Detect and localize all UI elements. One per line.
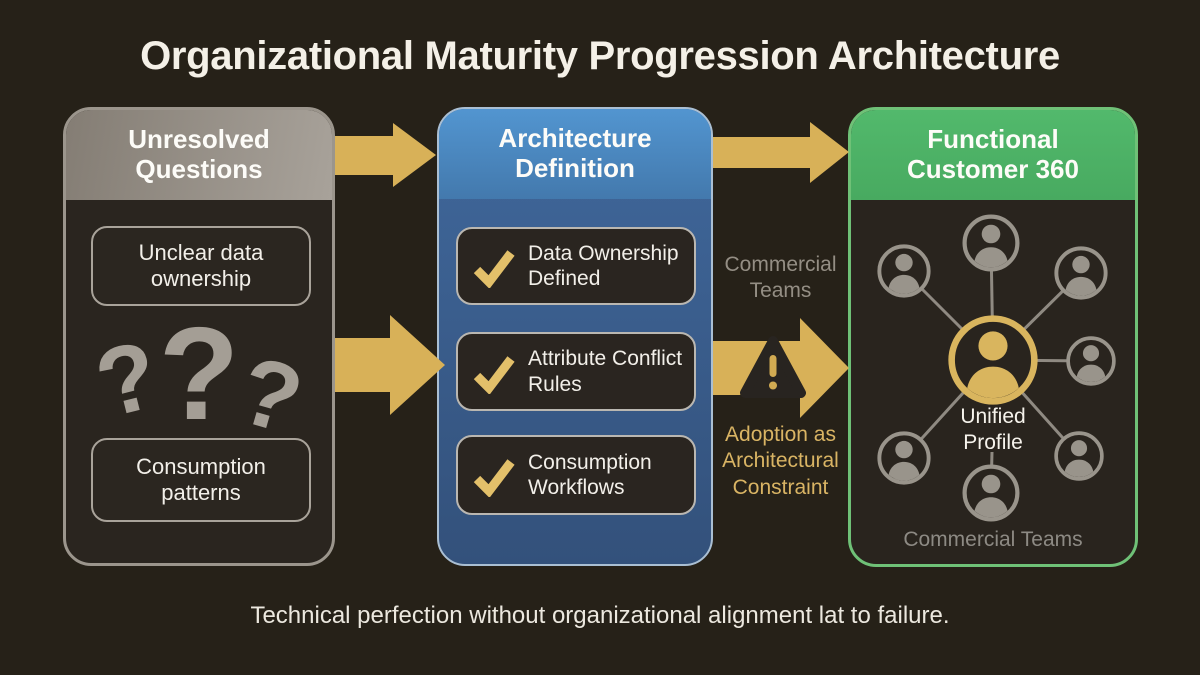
warning-icon	[740, 336, 806, 398]
checklist-item-consumption-workflows: Consumption Workflows	[456, 435, 696, 515]
checkmark-icon	[473, 459, 515, 497]
column-functional-customer-360: Functional Customer 360	[848, 107, 1138, 567]
checklist-item-label: Data Ownership Defined	[528, 241, 679, 290]
arrow-architecture-to-functional-top-icon	[713, 122, 849, 183]
checkmark-icon	[473, 355, 515, 394]
functional-customer-360-header-label: Functional Customer 360	[907, 124, 1079, 184]
consumption-patterns-box: Consumption patterns	[91, 438, 311, 522]
question-mark-icon: ?	[85, 320, 169, 439]
checklist-item-label: Consumption Workflows	[528, 450, 652, 499]
architecture-definition-header-label: Architecture Definition	[498, 123, 652, 183]
team-member-icon	[879, 246, 928, 299]
team-member-icon	[1068, 338, 1114, 387]
checklist-item-attribute-conflict: Attribute Conflict Rules	[456, 332, 696, 411]
question-mark-icon: ?	[227, 336, 314, 456]
team-member-icon	[965, 467, 1018, 523]
commercial-teams-footer-label: Commercial Teams	[903, 528, 1083, 551]
checklist-item-data-ownership: Data Ownership Defined	[456, 227, 696, 305]
question-mark-icon: ?	[158, 300, 240, 447]
architecture-definition-header: Architecture Definition	[439, 109, 711, 199]
question-marks-icon: ? ? ?	[66, 308, 332, 493]
team-member-icon	[1056, 248, 1105, 301]
arrow-unresolved-to-architecture-mid-icon	[335, 315, 445, 415]
functional-customer-360-header: Functional Customer 360	[851, 110, 1135, 200]
checklist-item-label: Attribute Conflict Rules	[528, 347, 683, 396]
page-title: Organizational Maturity Progression Arch…	[140, 34, 1060, 78]
unclear-data-ownership-box: Unclear data ownership	[91, 226, 311, 306]
arrow-architecture-to-functional-mid-icon	[713, 318, 849, 418]
checkmark-icon	[473, 250, 515, 288]
customer-network-diagram	[851, 200, 1138, 567]
unified-profile-icon	[952, 319, 1035, 407]
adoption-constraint-label: Adoption as Architectural Constraint	[722, 423, 839, 499]
team-member-icon	[965, 217, 1018, 273]
team-member-icon	[879, 433, 928, 486]
column-unresolved-questions: Unresolved Questions Unclear data owners…	[63, 107, 335, 566]
arrow-unresolved-to-architecture-top-icon	[335, 123, 436, 187]
commercial-teams-label: Commercial Teams	[724, 253, 837, 303]
unresolved-questions-header: Unresolved Questions	[66, 110, 332, 200]
team-member-icon	[1056, 433, 1102, 482]
column-architecture-definition: Architecture Definition Data Ownership D…	[437, 107, 713, 566]
unresolved-questions-header-label: Unresolved Questions	[128, 124, 270, 184]
bottom-caption: Technical perfection without organizatio…	[250, 602, 950, 629]
unified-profile-label: Unified Profile	[960, 405, 1026, 455]
